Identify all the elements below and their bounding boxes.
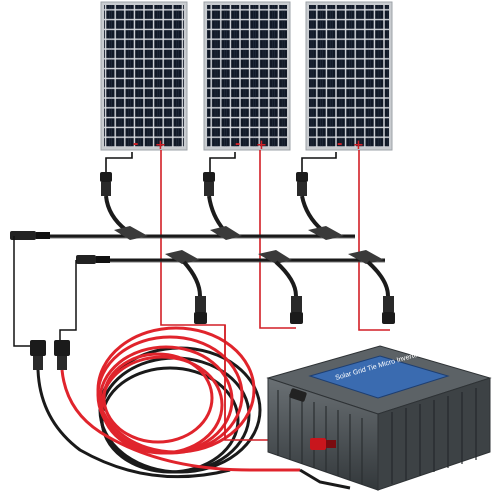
mc4-connector (100, 172, 128, 232)
grid-tie-inverter: Solar Grid Tie Micro Inverter (266, 345, 492, 491)
positive-terminal-label: + (353, 138, 364, 153)
mc4-connector (203, 172, 226, 232)
negative-branch-cable (10, 226, 355, 240)
positive-terminal-label: + (256, 138, 267, 153)
mc4-connector (382, 296, 395, 324)
solar-panel: - + (100, 1, 188, 153)
positive-terminal-label: + (155, 138, 166, 153)
mc4-connector (194, 296, 207, 324)
trunk-mc4-connectors (30, 340, 70, 370)
mc4-connector (296, 172, 324, 232)
panel-negative-leads (105, 152, 337, 172)
solar-panel: - + (305, 1, 393, 153)
solar-panel: - + (203, 1, 291, 153)
positive-branch-cable (76, 250, 390, 297)
negative-terminal-label: - (235, 137, 240, 152)
mc4-connector (290, 296, 303, 324)
black-cable-coil (36, 346, 262, 479)
trunk-feed-wires (13, 236, 77, 347)
negative-terminal-label: - (133, 137, 138, 152)
anderson-plug (310, 438, 326, 450)
red-cable-coil (60, 326, 300, 472)
negative-terminal-label: - (337, 137, 342, 152)
panel-positive-leads (160, 150, 390, 331)
